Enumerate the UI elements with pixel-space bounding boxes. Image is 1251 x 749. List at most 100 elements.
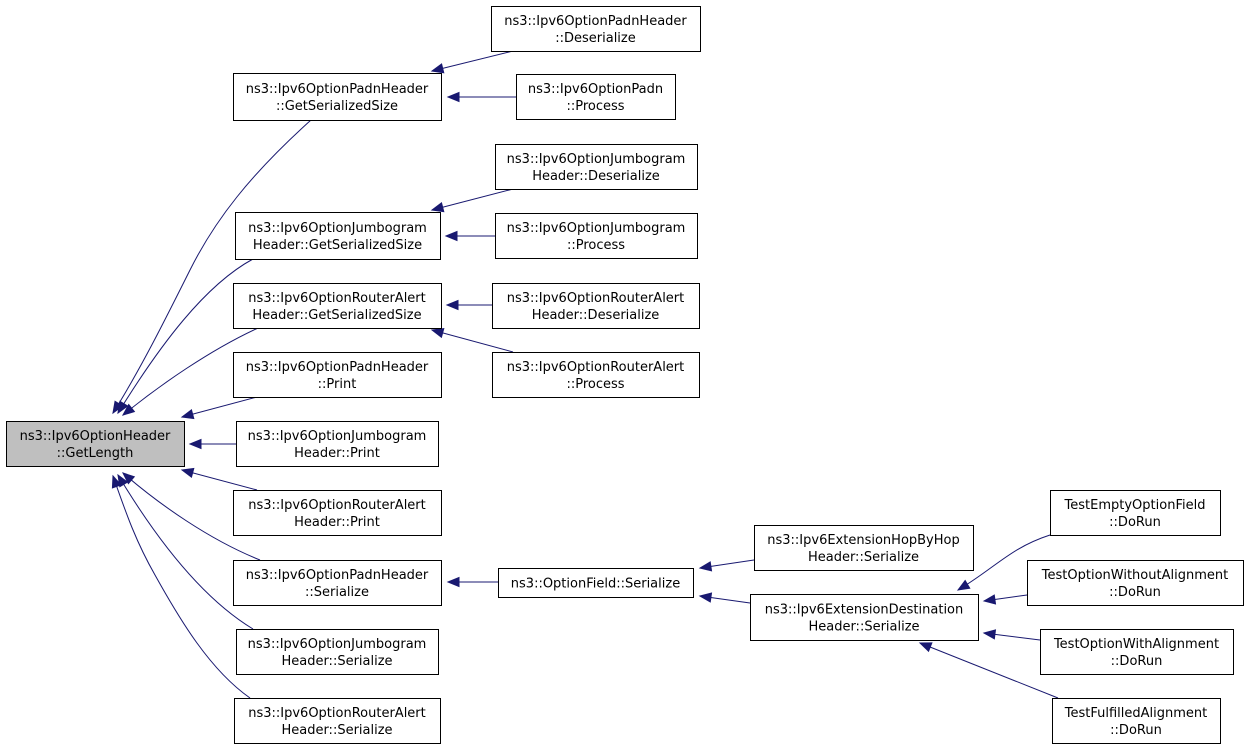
node-box[interactable]: [233, 490, 442, 536]
arrowhead-icon: [121, 403, 136, 416]
node-box[interactable]: [1040, 629, 1234, 675]
edge-line: [431, 50, 514, 72]
node-box[interactable]: [754, 525, 974, 571]
arrowhead-icon: [430, 202, 445, 213]
edge-t_without-to-dest_ser: [982, 594, 1028, 605]
node-box[interactable]: [1027, 560, 1244, 606]
arrowhead-icon: [444, 230, 458, 242]
node-label-line: ns3::Ipv6OptionPadnHeader: [246, 360, 429, 375]
node-box[interactable]: [492, 283, 700, 329]
node-t-without[interactable]: TestOptionWithoutAlignment::DoRun: [1027, 560, 1244, 606]
node-padn-deser[interactable]: ns3::Ipv6OptionPadnHeader::Deserialize: [491, 6, 701, 52]
node-jumbo-ser[interactable]: ns3::Ipv6OptionJumbogramHeader::Serializ…: [236, 629, 439, 675]
node-t-fulfilled[interactable]: TestFulfilledAlignment::DoRun: [1052, 698, 1221, 744]
node-label-line: ::DoRun: [1111, 654, 1163, 669]
edge-line: [112, 119, 312, 414]
node-t-with[interactable]: TestOptionWithAlignment::DoRun: [1040, 629, 1234, 675]
edge-padn_deser-to-padn_gss: [430, 50, 514, 74]
node-box[interactable]: [6, 421, 185, 467]
arrowhead-icon: [982, 594, 997, 605]
node-box[interactable]: [1050, 490, 1221, 536]
node-box[interactable]: [1052, 698, 1221, 744]
edge-line: [181, 469, 258, 491]
edge-ra_print-to-root: [180, 467, 258, 491]
node-box[interactable]: [495, 144, 698, 190]
node-jumbo-gss[interactable]: ns3::Ipv6OptionJumbogramHeader::GetSeria…: [235, 212, 441, 260]
edge-t_empty-to-dest_ser: [956, 534, 1051, 591]
node-ra-gss[interactable]: ns3::Ipv6OptionRouterAlertHeader::GetSer…: [233, 283, 442, 329]
node-optfield-ser[interactable]: ns3::OptionField::Serialize: [498, 568, 694, 598]
node-label-line: ns3::Ipv6OptionPadnHeader: [504, 14, 687, 29]
node-padn-print[interactable]: ns3::Ipv6OptionPadnHeader::Print: [233, 352, 442, 398]
node-label-line: Header::Serialize: [808, 620, 919, 635]
arrowhead-icon: [112, 400, 124, 415]
node-label-line: ns3::Ipv6OptionPadn: [528, 82, 663, 97]
node-hop-ser[interactable]: ns3::Ipv6ExtensionHopByHopHeader::Serial…: [754, 525, 974, 571]
edge-padn_print-to-root: [180, 396, 258, 420]
edge-dest_ser-to-optfield_ser: [698, 592, 751, 604]
node-root[interactable]: ns3::Ipv6OptionHeader::GetLength: [6, 421, 185, 467]
node-label-line: ns3::Ipv6OptionJumbogram: [507, 152, 686, 167]
node-t-empty[interactable]: TestEmptyOptionField::DoRun: [1050, 490, 1221, 536]
edge-line: [919, 642, 1059, 699]
node-label-line: ::DoRun: [1110, 723, 1162, 738]
edge-ra_deser-to-ra_gss: [445, 299, 492, 311]
node-label-line: ns3::Ipv6OptionJumbogram: [248, 429, 427, 444]
node-box[interactable]: [234, 698, 441, 744]
node-ra-deser[interactable]: ns3::Ipv6OptionRouterAlertHeader::Deseri…: [492, 283, 700, 329]
edge-line: [181, 396, 258, 418]
edge-jumbo_process-to-jumbo_gss: [444, 230, 495, 242]
edge-padn_gss-to-root: [112, 119, 312, 415]
edge-jumbo_deser-to-jumbo_gss: [430, 188, 514, 213]
node-box[interactable]: [233, 283, 442, 329]
edge-ra_process-to-ra_gss: [430, 327, 514, 353]
node-dest-ser[interactable]: ns3::Ipv6ExtensionDestinationHeader::Ser…: [750, 594, 979, 641]
arrowhead-icon: [180, 467, 195, 479]
node-padn-ser[interactable]: ns3::Ipv6OptionPadnHeader::Serialize: [233, 560, 442, 606]
node-box[interactable]: [516, 74, 676, 120]
edge-optfield_ser-to-padn_ser: [446, 576, 498, 588]
node-box[interactable]: [236, 629, 439, 675]
nodes-layer: ns3::Ipv6OptionHeader::GetLengthns3::Ipv…: [6, 6, 1244, 744]
node-box[interactable]: [750, 594, 979, 641]
node-box[interactable]: [495, 213, 698, 259]
arrowhead-icon: [430, 63, 445, 74]
edge-line: [122, 472, 261, 561]
node-box[interactable]: [491, 6, 701, 52]
node-ra-ser[interactable]: ns3::Ipv6OptionRouterAlertHeader::Serial…: [234, 698, 441, 744]
node-label-line: ns3::Ipv6OptionRouterAlert: [248, 291, 426, 306]
node-label-line: TestOptionWithAlignment: [1053, 637, 1219, 652]
node-ra-process[interactable]: ns3::Ipv6OptionRouterAlert::Process: [492, 352, 700, 398]
node-label-line: ::GetSerializedSize: [276, 99, 398, 114]
node-label-line: ns3::Ipv6OptionRouterAlert: [248, 498, 426, 513]
node-box[interactable]: [236, 421, 439, 467]
node-label-line: ::DoRun: [1109, 515, 1161, 530]
edge-ra_gss-to-root: [121, 327, 259, 416]
node-box[interactable]: [235, 212, 441, 260]
node-label-line: Header::GetSerializedSize: [252, 308, 421, 323]
node-label-line: ns3::Ipv6OptionHeader: [20, 429, 171, 444]
node-box[interactable]: [498, 568, 694, 598]
edge-line: [112, 475, 251, 699]
arrowhead-icon: [446, 91, 460, 103]
edge-line: [117, 474, 254, 630]
node-jumbo-process[interactable]: ns3::Ipv6OptionJumbogram::Process: [495, 213, 698, 259]
arrowhead-icon: [180, 408, 195, 420]
node-box[interactable]: [492, 352, 700, 398]
arrowhead-icon: [445, 299, 459, 311]
node-label-line: ::Serialize: [305, 585, 369, 600]
edge-padn_process-to-padn_gss: [446, 91, 516, 103]
node-label-line: ns3::Ipv6ExtensionHopByHop: [767, 533, 960, 548]
edges-layer: [111, 50, 1059, 699]
node-padn-process[interactable]: ns3::Ipv6OptionPadn::Process: [516, 74, 676, 120]
node-label-line: Header::Serialize: [281, 723, 392, 738]
node-box[interactable]: [233, 73, 442, 121]
node-box[interactable]: [233, 560, 442, 606]
node-box[interactable]: [233, 352, 442, 398]
node-padn-gss[interactable]: ns3::Ipv6OptionPadnHeader::GetSerialized…: [233, 73, 442, 121]
node-jumbo-deser[interactable]: ns3::Ipv6OptionJumbogramHeader::Deserial…: [495, 144, 698, 190]
node-label-line: ::GetLength: [57, 446, 134, 461]
